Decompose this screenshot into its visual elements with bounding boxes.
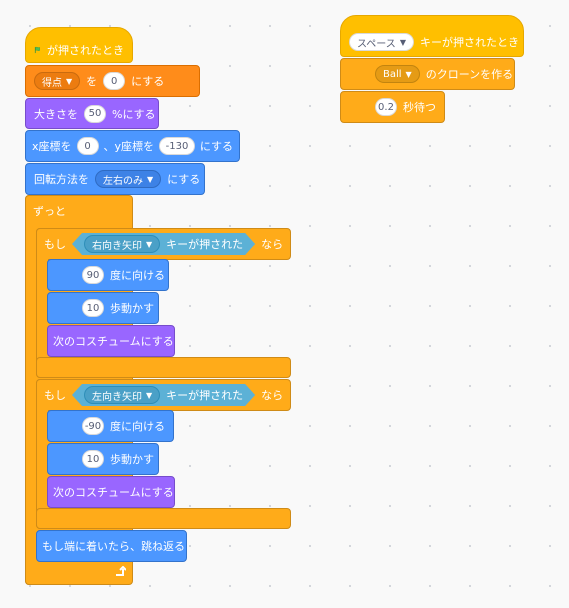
direction-input[interactable]: -90 xyxy=(82,417,104,435)
loop-arrow-icon xyxy=(116,566,126,576)
key-select-value: スペース xyxy=(357,38,396,50)
chevron-down-icon: ▼ xyxy=(399,37,406,47)
set-variable-block[interactable]: 得点 ▼ を 0 にする xyxy=(25,65,200,97)
x-input[interactable]: 0 xyxy=(76,137,99,155)
variable-name: 得点 xyxy=(42,77,62,89)
point-direction-block[interactable]: 90 度に向ける xyxy=(47,259,169,291)
next-costume-block[interactable]: 次のコスチュームにする xyxy=(47,476,175,508)
y-label: 、y座標を xyxy=(103,140,155,153)
direction-input[interactable]: 90 xyxy=(82,266,104,284)
point-direction-label: 度に向ける xyxy=(110,269,165,282)
rotation-label: 回転方法を xyxy=(34,173,89,186)
point-direction-block[interactable]: -90 度に向ける xyxy=(47,410,174,442)
forever-block-arm xyxy=(25,195,37,585)
steps-input[interactable]: 10 xyxy=(82,299,104,317)
green-flag-icon xyxy=(34,46,40,54)
key-dropdown[interactable]: 左向き矢印 ▼ xyxy=(84,386,160,404)
chevron-down-icon: ▼ xyxy=(66,76,73,86)
when-flag-clicked-hat[interactable]: が押されたとき xyxy=(25,27,133,63)
rotation-style-dropdown[interactable]: 左右のみ ▼ xyxy=(95,170,162,188)
if-2-header[interactable]: もし 左向き矢印 ▼ キーが押された なら xyxy=(36,380,291,410)
move-steps-block[interactable]: 10 歩動かす xyxy=(47,443,159,475)
set-var-value-input[interactable]: 0 xyxy=(103,72,126,90)
key-pressed-label: キーが押された xyxy=(166,238,244,251)
set-size-label: 大きさを xyxy=(34,107,78,121)
bounce-label: もし端に着いたら、跳ね返る xyxy=(42,540,185,553)
goto-xy-block[interactable]: x座標を 0 、y座標を -130 にする xyxy=(25,130,240,162)
goto-suffix: にする xyxy=(199,140,233,153)
next-costume-label: 次のコスチュームにする xyxy=(53,335,174,348)
rotation-suffix: にする xyxy=(167,173,201,186)
clone-target-value: Ball xyxy=(383,68,402,80)
size-input[interactable]: 50 xyxy=(84,104,106,123)
rotation-style-value: 左右のみ xyxy=(103,175,143,187)
set-size-block[interactable]: 大きさを 50 %にする xyxy=(25,98,159,129)
steps-input[interactable]: 10 xyxy=(82,450,104,468)
wait-label: 秒待つ xyxy=(403,101,436,114)
set-var-suffix-label: にする xyxy=(131,75,165,88)
wait-block[interactable]: 0.2 秒待つ xyxy=(340,91,445,123)
forever-label-row[interactable]: ずっと xyxy=(25,196,125,226)
if-label: もし xyxy=(44,238,66,251)
create-clone-block[interactable]: Ball ▼ のクローンを作る xyxy=(340,58,515,90)
rotation-style-block[interactable]: 回転方法を 左右のみ ▼ にする xyxy=(25,163,205,195)
if-block-2-bottom xyxy=(36,508,291,529)
if-block-1-bottom xyxy=(36,357,291,378)
key-dropdown[interactable]: 右向き矢印 ▼ xyxy=(84,235,160,253)
key-pressed-label: キーが押された xyxy=(166,389,244,402)
chevron-down-icon: ▼ xyxy=(146,239,153,249)
set-size-suffix: %にする xyxy=(112,107,156,121)
chevron-down-icon: ▼ xyxy=(146,390,153,400)
bounce-on-edge-block[interactable]: もし端に着いたら、跳ね返る xyxy=(36,530,187,562)
wait-seconds-input[interactable]: 0.2 xyxy=(375,98,397,116)
point-direction-label: 度に向ける xyxy=(110,420,165,433)
y-input[interactable]: -130 xyxy=(159,137,195,155)
key-pressed-condition[interactable]: 左向き矢印 ▼ キーが押された xyxy=(72,384,255,406)
variable-dropdown[interactable]: 得点 ▼ xyxy=(34,72,81,90)
next-costume-block[interactable]: 次のコスチュームにする xyxy=(47,325,175,357)
chevron-down-icon: ▼ xyxy=(405,69,412,79)
flag-hat-label: が押されたとき xyxy=(47,44,124,57)
key-value: 左向き矢印 xyxy=(92,391,142,403)
when-key-pressed-hat[interactable]: スペース ▼ キーが押されたとき xyxy=(340,15,524,57)
if-1-header[interactable]: もし 右向き矢印 ▼ キーが押された なら xyxy=(36,229,291,259)
clone-target-dropdown[interactable]: Ball ▼ xyxy=(375,65,420,83)
move-steps-label: 歩動かす xyxy=(110,302,154,315)
key-pressed-condition[interactable]: 右向き矢印 ▼ キーが押された xyxy=(72,233,255,255)
key-select-dropdown[interactable]: スペース ▼ xyxy=(349,33,414,51)
chevron-down-icon: ▼ xyxy=(147,174,154,184)
then-label: なら xyxy=(261,238,284,251)
set-var-mid-label: を xyxy=(86,75,98,88)
key-hat-label: キーが押されたとき xyxy=(419,36,519,49)
then-label: なら xyxy=(261,389,284,402)
create-clone-label: のクローンを作る xyxy=(425,68,514,81)
x-label: x座標を xyxy=(32,140,72,153)
forever-label: ずっと xyxy=(33,205,66,218)
key-value: 右向き矢印 xyxy=(92,240,142,252)
if-label: もし xyxy=(44,389,66,402)
next-costume-label: 次のコスチュームにする xyxy=(53,486,174,499)
move-steps-label: 歩動かす xyxy=(110,453,154,466)
move-steps-block[interactable]: 10 歩動かす xyxy=(47,292,159,324)
